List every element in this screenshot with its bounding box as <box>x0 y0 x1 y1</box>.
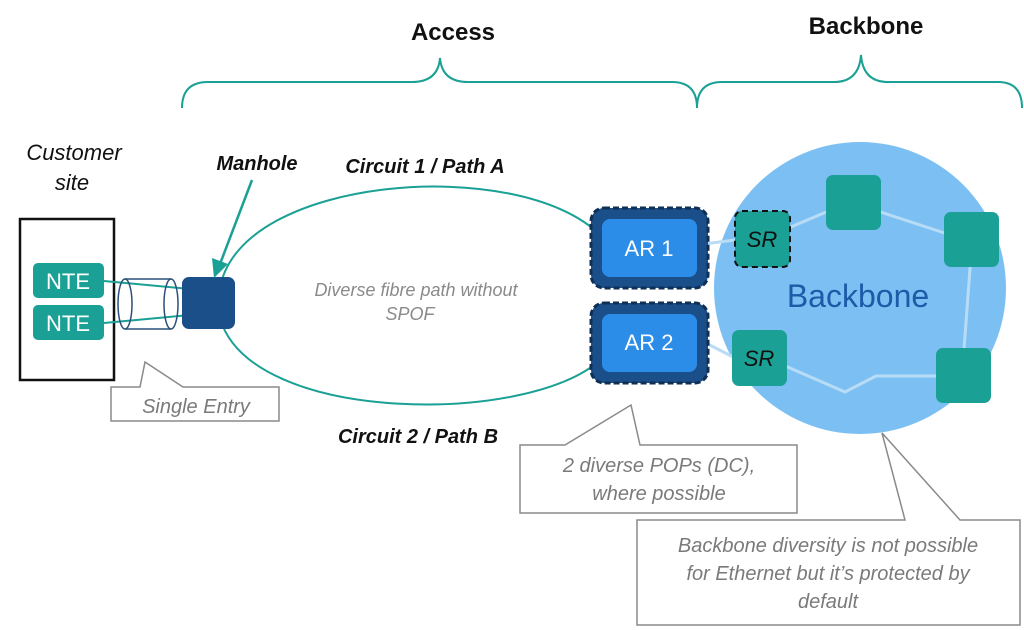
manhole-pointer-arrow <box>218 179 254 265</box>
link-ar1-sr1 <box>703 238 736 246</box>
backbone-heading: Backbone <box>809 13 924 40</box>
sr-1-label: SR <box>747 227 778 252</box>
backbone-cloud-label: Backbone <box>787 278 929 314</box>
circuit-b-label: Circuit 2 / Path B <box>338 426 498 448</box>
backbone-router-right <box>944 212 999 267</box>
manhole-icon <box>182 277 235 329</box>
backbone-diversity-callout <box>636 432 1021 626</box>
pops-callout-line2: where possible <box>592 483 725 505</box>
backbone-router-bottom-right <box>936 348 991 403</box>
duct-sleeve-icon <box>117 278 179 330</box>
circuit-path-a <box>219 185 601 289</box>
backbone-callout-line1: Backbone diversity is not possible <box>678 535 978 557</box>
manhole-label: Manhole <box>216 153 297 175</box>
nte-2: NTE <box>33 305 104 340</box>
backbone-router-top <box>826 175 881 230</box>
pops-callout-line1: 2 diverse POPs (DC), <box>562 455 755 477</box>
access-brace <box>181 57 698 109</box>
circuit-a-label: Circuit 1 / Path A <box>345 156 504 178</box>
diverse-path-text-line2: SPOF <box>385 304 435 324</box>
ar-2: AR 2 <box>589 301 710 385</box>
nte-1-label: NTE <box>46 269 90 294</box>
sr-2: SR <box>732 330 787 386</box>
nte-1: NTE <box>33 263 104 298</box>
nte-2-label: NTE <box>46 311 90 336</box>
diverse-path-text-line1: Diverse fibre path without <box>314 280 518 300</box>
customer-site-box <box>18 217 116 382</box>
pops-callout <box>519 403 798 514</box>
circuit-path-b <box>219 317 601 406</box>
single-entry-callout <box>110 360 280 422</box>
sr-2-label: SR <box>744 346 775 371</box>
backbone-callout-line3: default <box>798 591 859 613</box>
ar-2-label: AR 2 <box>625 330 674 355</box>
access-heading: Access <box>411 19 495 46</box>
backbone-brace <box>696 54 1023 109</box>
customer-site-label-line2: site <box>55 170 89 195</box>
customer-site-label-line1: Customer <box>26 140 123 165</box>
sr-1: SR <box>734 210 791 268</box>
ar-1-label: AR 1 <box>625 236 674 261</box>
backbone-callout-line2: for Ethernet but it’s protected by <box>686 563 970 585</box>
single-entry-label: Single Entry <box>142 396 251 418</box>
ar-1: AR 1 <box>589 206 710 290</box>
manhole-pointer-arrowhead <box>212 258 228 278</box>
